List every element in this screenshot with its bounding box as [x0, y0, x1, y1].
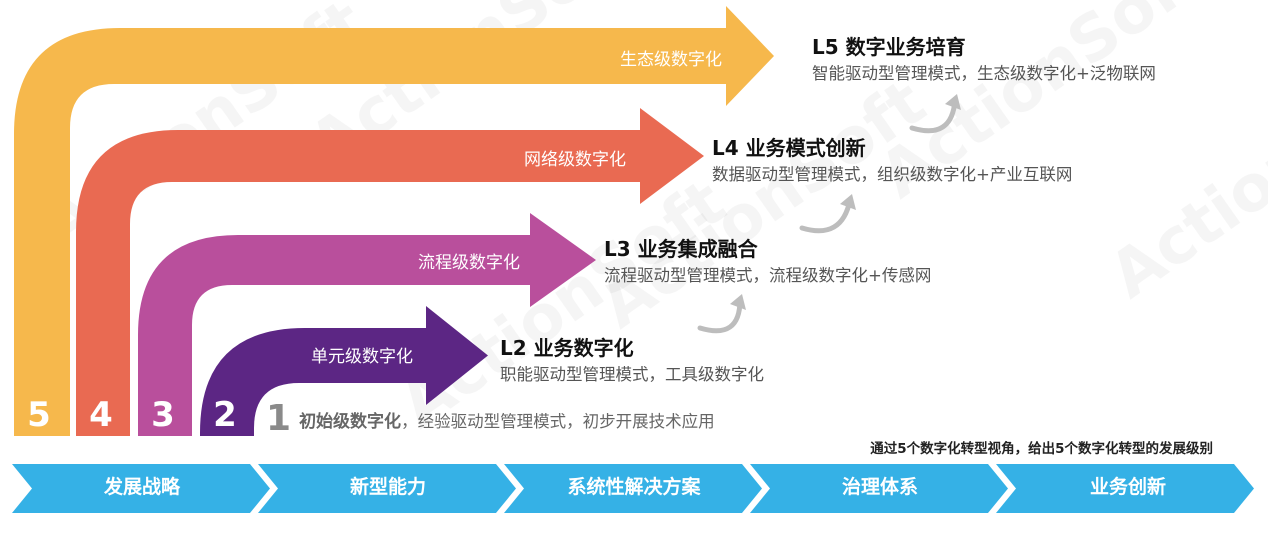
level-title-l3: L3 业务集成融合	[604, 237, 758, 261]
chevron-label-5: 业务创新	[1089, 476, 1166, 498]
arrow-label-l4: 网络级数字化	[524, 150, 626, 170]
swirl-arrowhead-icon	[840, 194, 856, 210]
chevron-label-3: 系统性解决方案	[567, 476, 701, 498]
level-title-l2: L2 业务数字化	[500, 336, 634, 360]
level-desc-l5: 智能驱动型管理模式，生态级数字化+泛物联网	[812, 64, 1156, 83]
level-title-l5: L5 数字业务培育	[812, 35, 966, 59]
level-number-4: 4	[89, 395, 113, 435]
level-desc-l4: 数据驱动型管理模式，组织级数字化+产业互联网	[712, 165, 1073, 184]
swirl-arrowhead-icon	[945, 94, 961, 110]
level-number-1: 1	[266, 398, 292, 439]
swirl-arrowhead-icon	[730, 294, 746, 310]
level-arrow-l5	[14, 6, 774, 436]
chevron-label-4: 治理体系	[841, 476, 918, 498]
arrow-label-l5: 生态级数字化	[620, 50, 722, 70]
level-arrow-l3	[138, 213, 596, 436]
level-desc-l1: ，经验驱动型管理模式，初步开展技术应用	[401, 412, 715, 431]
chevron-step-3	[504, 464, 762, 513]
chevron-step-1	[12, 464, 270, 513]
level-arrow-l4	[76, 108, 704, 436]
level-desc-l3: 流程驱动型管理模式，流程级数字化+传感网	[604, 266, 932, 285]
chevron-label-1: 发展战略	[103, 476, 180, 498]
level-desc-l2: 职能驱动型管理模式，工具级数字化	[500, 365, 764, 384]
chevron-step-5	[996, 464, 1254, 513]
level-title-l4: L4 业务模式创新	[712, 136, 866, 160]
arrow-label-l2: 单元级数字化	[311, 347, 413, 367]
level-arrow-l2	[200, 306, 488, 436]
chevron-step-2	[258, 464, 516, 513]
chevron-step-4	[750, 464, 1008, 513]
arrow-label-l3: 流程级数字化	[418, 253, 520, 273]
level-number-2: 2	[213, 395, 237, 435]
level-1-line: 1 初始级数字化，经验驱动型管理模式，初步开展技术应用	[266, 398, 715, 439]
summary-note: 通过5个数字化转型视角，给出5个数字化转型的发展级别	[870, 441, 1213, 457]
level-title-l1: 初始级数字化	[299, 412, 402, 432]
level-number-3: 3	[151, 395, 175, 435]
chevron-label-2: 新型能力	[349, 476, 426, 498]
level-number-5: 5	[27, 395, 51, 435]
